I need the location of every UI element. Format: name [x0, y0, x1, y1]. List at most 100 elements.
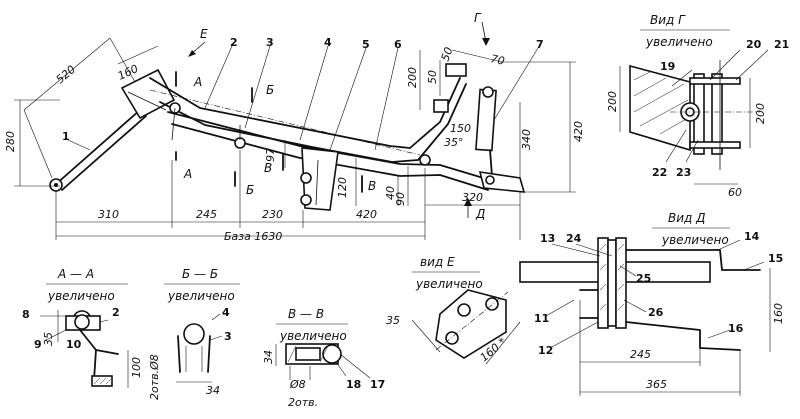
section-aa-hatch	[93, 377, 112, 385]
section-aa-part-8: 8	[22, 308, 30, 321]
section-aa-part-2: 2	[112, 306, 120, 319]
view-g: Вид Г увеличено 19 20 21 22 23 200	[606, 13, 789, 199]
section-bb-subtitle: увеличено	[167, 289, 235, 303]
part-26-label: 26	[648, 306, 664, 319]
dim-97: 97	[264, 148, 277, 162]
part-2-label: 2	[230, 36, 238, 49]
view-g-hatch	[633, 71, 689, 135]
view-g-title: Вид Г	[650, 13, 686, 27]
section-aa-part-10: 10	[66, 338, 82, 351]
section-aa-part-9: 9	[34, 338, 42, 351]
part-22-label: 22	[652, 166, 667, 179]
dim-150: 150	[450, 122, 471, 135]
seat-bracket	[433, 63, 467, 113]
view-d-dim-365: 365	[646, 378, 667, 391]
mark-a-top: А	[193, 75, 202, 89]
part-21-label: 21	[774, 38, 789, 51]
dim-420-right: 420	[572, 121, 585, 142]
section-vv: В — В увеличено 34 Ø8 2отв. 18 17	[262, 307, 385, 409]
bracket-3	[169, 102, 246, 149]
rear-shock	[475, 86, 497, 177]
part-3-label: 3	[266, 36, 274, 49]
part-23-label: 23	[676, 166, 691, 179]
section-bb-dim-holes: 2отв.Ø8	[148, 354, 161, 400]
dim-70: 70	[489, 52, 505, 68]
rear-dropout	[419, 154, 526, 193]
part-19-label: 19	[660, 60, 675, 73]
mark-g-arrow: Г	[474, 11, 482, 25]
view-d-dim-160: 160	[772, 303, 785, 324]
main-side-view: 2 3 4 5 6 7 1 520 160 280 310 245 230 42…	[4, 11, 585, 243]
part-12-label: 12	[538, 344, 553, 357]
mark-v-right: В	[368, 179, 376, 193]
dim-50-a: 50	[426, 70, 439, 84]
dim-340: 340	[520, 129, 533, 150]
dim-50-b: 50	[439, 45, 456, 63]
dim-90: 90	[394, 192, 407, 206]
section-aa-title: А — А	[57, 267, 94, 281]
section-vv-subtitle: увеличено	[279, 329, 347, 343]
view-g-dim-200-right: 200	[754, 103, 767, 124]
dim-245: 245	[196, 208, 217, 221]
section-bb-part-3: 3	[224, 330, 232, 343]
section-bb-part-4: 4	[222, 306, 230, 319]
view-g-subtitle: увеличено	[645, 35, 713, 49]
section-vv-part-17: 17	[370, 378, 385, 391]
view-e-dim-35: 35	[386, 314, 400, 327]
part-13-label: 13	[540, 232, 555, 245]
view-d-title: Вид Д	[668, 211, 706, 225]
view-d-subtitle: увеличено	[661, 233, 729, 247]
section-bb: Б — Б увеличено 4 3 2отв.Ø8 34	[148, 267, 240, 400]
part-6-label: 6	[394, 38, 402, 51]
dim-230: 230	[262, 208, 283, 221]
mark-b-bottom: Б	[246, 183, 254, 197]
part-25-label: 25	[636, 272, 651, 285]
dim-520: 520	[54, 63, 78, 86]
dim-200-top: 200	[406, 67, 419, 88]
dim-320: 320	[462, 191, 483, 204]
main-leaders	[67, 45, 539, 151]
section-vv-dim-34: 34	[262, 350, 275, 364]
view-e-subtitle: увеличено	[415, 277, 483, 291]
section-bb-dim-34: 34	[206, 384, 220, 397]
part-5-label: 5	[362, 38, 370, 51]
main-dimensions	[14, 37, 576, 240]
view-g-dim-60: 60	[728, 186, 742, 199]
section-vv-part-18: 18	[346, 378, 361, 391]
dim-310: 310	[98, 208, 119, 221]
part-14-label: 14	[744, 230, 760, 243]
dim-420-bottom: 420	[356, 208, 377, 221]
dim-base: База 1630	[224, 230, 282, 243]
lower-tube	[167, 111, 491, 191]
dim-40: 40	[384, 186, 397, 200]
view-e: вид Е увеличено 35 160 *	[386, 255, 521, 364]
part-11-label: 11	[534, 312, 549, 325]
section-aa-dim-35: 35	[42, 332, 55, 346]
dim-280: 280	[4, 131, 17, 152]
section-marks	[175, 21, 490, 218]
mark-e-arrow: Е	[200, 27, 208, 41]
dim-120: 120	[336, 177, 349, 198]
part-15-label: 15	[768, 252, 783, 265]
dim-160: 160	[116, 62, 141, 83]
engine-mount	[300, 147, 339, 211]
view-d-dim-245: 245	[630, 348, 651, 361]
part-7-label: 7	[536, 38, 544, 51]
section-vv-hatch	[287, 345, 329, 363]
section-aa: А — А увеличено 8 2 9 10 35 100	[22, 267, 143, 388]
dim-35-deg: 35°	[444, 136, 464, 149]
mark-d-arrow: Д	[475, 207, 485, 221]
view-d-hatch	[599, 243, 625, 311]
section-vv-title: В — В	[288, 307, 324, 321]
part-24-label: 24	[566, 232, 582, 245]
view-e-title: вид Е	[420, 255, 455, 269]
view-d: Вид Д увеличено	[519, 211, 785, 396]
part-16-label: 16	[728, 322, 744, 335]
part-1-label: 1	[62, 130, 70, 143]
section-aa-dim-100: 100	[130, 357, 143, 378]
section-vv-dim-holes: 2отв.	[288, 396, 318, 409]
section-bb-title: Б — Б	[182, 267, 218, 281]
mark-b-top: Б	[266, 83, 274, 97]
section-vv-dim-d8: Ø8	[289, 378, 306, 391]
